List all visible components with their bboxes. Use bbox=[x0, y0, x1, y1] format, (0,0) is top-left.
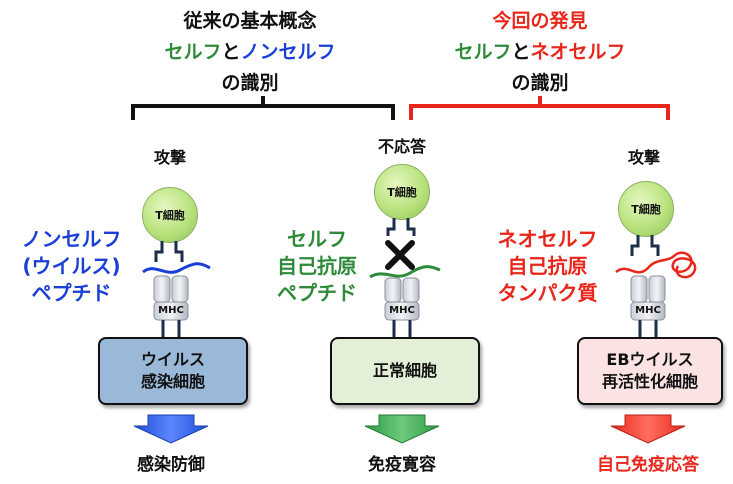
t-cell-label: T細胞 bbox=[631, 203, 661, 216]
arrow-down-red-icon bbox=[610, 414, 686, 444]
mhc-1 bbox=[153, 275, 189, 338]
t-cell-2: T細胞 bbox=[374, 164, 430, 220]
left-header-and: と bbox=[221, 41, 241, 63]
left-header: 従来の基本概念 セルフとノンセルフ の識別 bbox=[120, 6, 380, 95]
right-header-neoself: ネオセルフ bbox=[530, 41, 626, 63]
right-header-identify: の識別 bbox=[511, 72, 569, 94]
mhc-label-1: MHC bbox=[158, 305, 184, 316]
label-line: (ウイルス) bbox=[22, 254, 121, 278]
left-header-self: セルフ bbox=[164, 41, 222, 63]
label-line: セルフ bbox=[287, 227, 347, 251]
label-line: 自己抗原 bbox=[277, 254, 357, 278]
right-header-title: 今回の発見 bbox=[492, 10, 588, 32]
t-cell-1: T細胞 bbox=[142, 187, 198, 243]
label-line: ノンセルフ bbox=[21, 227, 122, 251]
label-line: タンパク質 bbox=[497, 281, 598, 305]
eb-virus-cell-box: EBウイルス 再活性化細胞 bbox=[577, 337, 723, 405]
reaction-attack-1: 攻撃 bbox=[153, 148, 186, 167]
neoself-protein-label: ネオセルフ 自己抗原 タンパク質 bbox=[480, 226, 615, 307]
box-line: EBウイルス bbox=[606, 350, 694, 369]
left-header-identify: の識別 bbox=[221, 72, 279, 94]
self-peptide-label: セルフ 自己抗原 ペプチド bbox=[252, 226, 382, 307]
self-peptide bbox=[369, 265, 441, 279]
label-line: ペプチド bbox=[277, 281, 357, 305]
normal-cell-box: 正常細胞 bbox=[330, 337, 480, 405]
outcome-infection-defense: 感染防御 bbox=[137, 455, 205, 475]
nonself-peptide bbox=[142, 262, 211, 274]
label-line: ネオセルフ bbox=[497, 227, 598, 251]
box-line: 再活性化細胞 bbox=[601, 372, 698, 391]
label-line: ペプチド bbox=[31, 281, 112, 305]
block-cross-icon bbox=[385, 240, 415, 270]
mhc-label-2: MHC bbox=[389, 305, 415, 316]
label-line: 自己抗原 bbox=[507, 254, 588, 278]
t-cell-3: T細胞 bbox=[618, 181, 674, 237]
outcome-autoimmune-response: 自己免疫応答 bbox=[597, 455, 699, 475]
t-cell-label: T細胞 bbox=[387, 186, 417, 199]
neoself-protein bbox=[615, 251, 697, 279]
left-bracket bbox=[131, 96, 395, 120]
virus-infected-cell-box: ウイルス 感染細胞 bbox=[98, 337, 248, 405]
mhc-3 bbox=[630, 275, 666, 338]
arrow-down-blue-icon bbox=[133, 414, 209, 444]
left-header-nonself: ノンセルフ bbox=[240, 41, 336, 63]
left-header-title: 従来の基本概念 bbox=[183, 10, 317, 32]
outcome-immune-tolerance: 免疫寛容 bbox=[368, 455, 436, 475]
box-line: 感染細胞 bbox=[140, 372, 205, 391]
tcr-receptor-1 bbox=[154, 241, 184, 262]
tcr-receptor-3 bbox=[630, 235, 660, 256]
right-header-and: と bbox=[511, 41, 531, 63]
reaction-attack-2: 攻撃 bbox=[627, 148, 660, 167]
t-cell-label: T細胞 bbox=[155, 209, 185, 222]
box-line: 正常細胞 bbox=[372, 361, 437, 380]
right-bracket bbox=[409, 96, 670, 120]
box-line: ウイルス bbox=[140, 350, 205, 369]
right-header-self: セルフ bbox=[454, 41, 512, 63]
reaction-no-response: 不応答 bbox=[377, 137, 426, 156]
arrow-down-green-icon bbox=[364, 414, 440, 444]
tcr-receptor-2 bbox=[386, 218, 416, 236]
mhc-2 bbox=[384, 277, 420, 338]
nonself-peptide-label: ノンセルフ (ウイルス) ペプチド bbox=[4, 226, 139, 307]
right-header: 今回の発見 セルフとネオセルフ の識別 bbox=[410, 6, 670, 95]
mhc-label-3: MHC bbox=[635, 305, 661, 316]
